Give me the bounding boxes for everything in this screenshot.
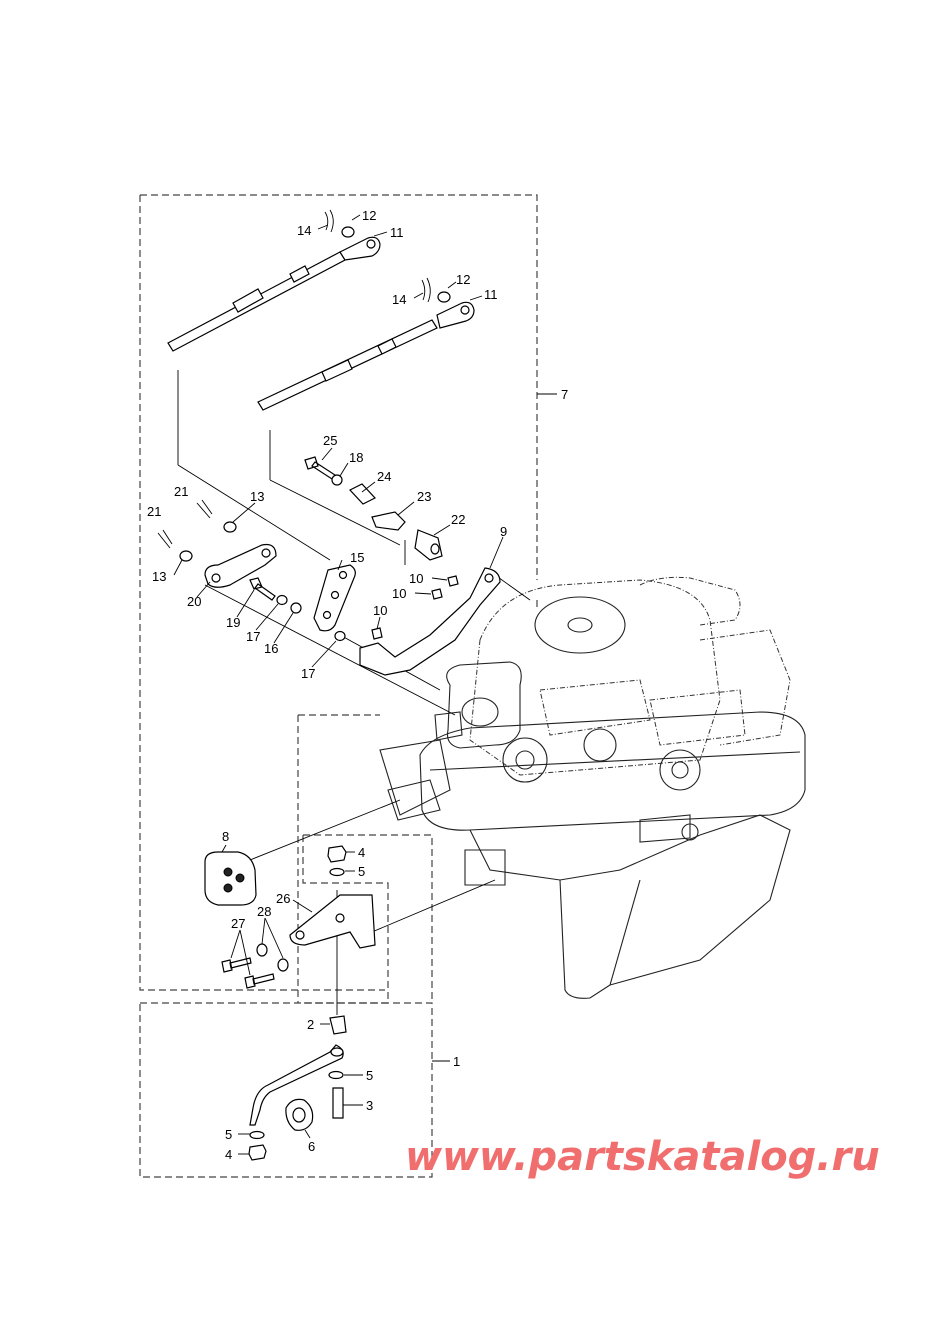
connector-lines [177, 370, 531, 1015]
bracket-26 [289, 894, 376, 949]
nut-4a [327, 845, 347, 863]
callout-10: 10 [409, 571, 423, 586]
bolt-10c [371, 627, 383, 640]
callout-12: 12 [456, 272, 470, 287]
collar-16 [290, 602, 302, 614]
callout-28: 28 [257, 904, 271, 919]
callout-5: 5 [366, 1068, 373, 1083]
callout-4: 4 [225, 1147, 232, 1162]
clip-14a [324, 209, 334, 233]
bolt-10a [447, 575, 459, 587]
callout-20: 20 [187, 594, 201, 609]
callout-1: 1 [453, 1054, 460, 1069]
callout-11: 11 [390, 225, 404, 240]
bracket-9 [359, 567, 501, 676]
washer-12b [437, 291, 451, 303]
callout-2: 2 [307, 1017, 314, 1032]
washer-5b [328, 1070, 344, 1080]
bolt-19 [249, 577, 276, 601]
washer-5c [249, 1130, 265, 1140]
washer-12a [341, 226, 355, 238]
outboard-engine-illustration [379, 576, 806, 999]
lever-20 [204, 543, 277, 588]
pin-21b [157, 529, 173, 549]
group-7-box [139, 194, 538, 991]
callout-5: 5 [225, 1127, 232, 1142]
nut-4b [248, 1144, 267, 1161]
washer-28b [277, 958, 289, 972]
callout-23: 23 [417, 489, 431, 504]
clip-14b [421, 277, 431, 303]
pin-21a [196, 499, 213, 519]
callout-19: 19 [226, 615, 240, 630]
callout-21: 21 [174, 484, 188, 499]
callout-15: 15 [350, 550, 364, 565]
bolt-27b [244, 973, 275, 989]
callout-9: 9 [500, 524, 507, 539]
callout-7: 7 [561, 387, 568, 402]
inner-box-upper [297, 714, 380, 1003]
callout-3: 3 [366, 1098, 373, 1113]
washer-13a [223, 521, 237, 533]
washer-18 [331, 474, 343, 486]
callout-26: 26 [276, 891, 290, 906]
washer-17a [276, 594, 288, 606]
inner-box-bracket [302, 834, 433, 1004]
collar-2 [329, 1015, 347, 1035]
bolt-25 [304, 456, 336, 480]
bolt-27a [221, 957, 252, 973]
watermark-text: www.partskatalog.ru [405, 1134, 880, 1180]
callout-leaders [173, 214, 504, 1155]
callout-10: 10 [392, 586, 406, 601]
washer-28a [256, 943, 268, 957]
callout-21: 21 [147, 504, 161, 519]
callout-11: 11 [484, 287, 498, 302]
bolt-10b [431, 588, 443, 600]
joint-23 [371, 511, 406, 531]
callout-16: 16 [264, 641, 278, 656]
control-cables [167, 251, 438, 411]
callout-8: 8 [222, 829, 229, 844]
cable-end-11b [436, 301, 475, 329]
callout-17: 17 [301, 666, 315, 681]
grommet-8 [204, 851, 257, 906]
washer-17b [334, 630, 346, 642]
collar-24 [349, 483, 376, 505]
callout-18: 18 [349, 450, 363, 465]
washer-5a [329, 867, 345, 877]
callout-13: 13 [250, 489, 264, 504]
group-1-box [139, 1002, 433, 1178]
callout-6: 6 [308, 1139, 315, 1154]
callout-17: 17 [246, 629, 260, 644]
bolt-3 [332, 1087, 344, 1119]
callout-25: 25 [323, 433, 337, 448]
callout-13: 13 [152, 569, 166, 584]
callout-labels: 14 12 11 14 12 11 7 25 18 24 23 22 9 21 … [147, 208, 568, 1162]
callout-14: 14 [297, 223, 311, 238]
group-boxes [139, 194, 557, 1178]
washer-13b [179, 550, 193, 562]
callout-24: 24 [377, 469, 391, 484]
callout-27: 27 [231, 916, 245, 931]
callout-12: 12 [362, 208, 376, 223]
callout-14: 14 [392, 292, 406, 307]
callout-4: 4 [358, 845, 365, 860]
hardware-parts [157, 209, 501, 1161]
callout-5: 5 [358, 864, 365, 879]
callout-22: 22 [451, 512, 465, 527]
callout-10: 10 [373, 603, 387, 618]
